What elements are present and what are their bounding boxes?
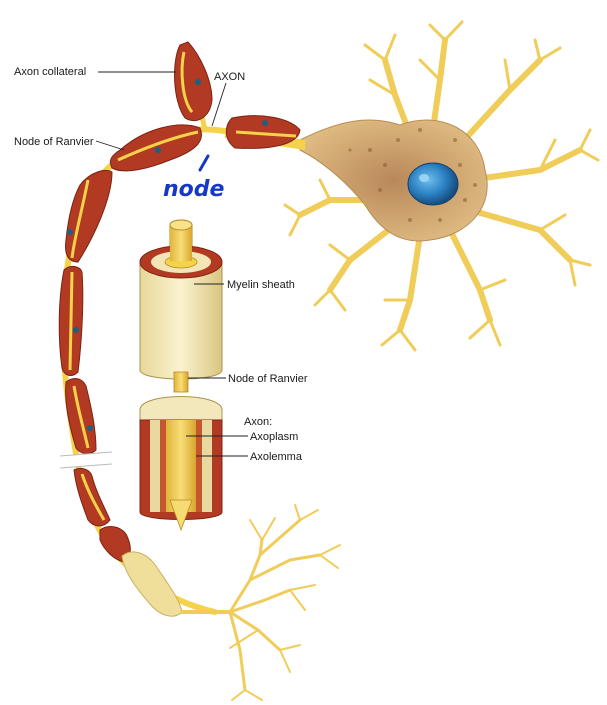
- label-myelin-sheath: Myelin sheath: [227, 279, 295, 291]
- axon-terminals: [182, 505, 340, 700]
- handwritten-annotation: node: [163, 156, 225, 202]
- label-axon-collateral: Axon collateral: [14, 66, 86, 78]
- label-axon-heading: Axon:: [244, 416, 272, 428]
- nucleolus: [419, 174, 429, 182]
- cell-body: [300, 120, 487, 241]
- axon-break: [60, 452, 112, 468]
- nucleus: [408, 163, 458, 205]
- label-node-of-ranvier-inset: Node of Ranvier: [228, 373, 308, 385]
- myelin-inset: [140, 220, 222, 530]
- label-axolemma: Axolemma: [250, 451, 303, 463]
- axon-collateral-segment: [175, 42, 212, 121]
- label-axoplasm: Axoplasm: [250, 431, 298, 443]
- label-node-of-ranvier-top: Node of Ranvier: [14, 136, 94, 148]
- label-axon: AXON: [214, 71, 245, 83]
- handwritten-node-label: node: [163, 177, 225, 202]
